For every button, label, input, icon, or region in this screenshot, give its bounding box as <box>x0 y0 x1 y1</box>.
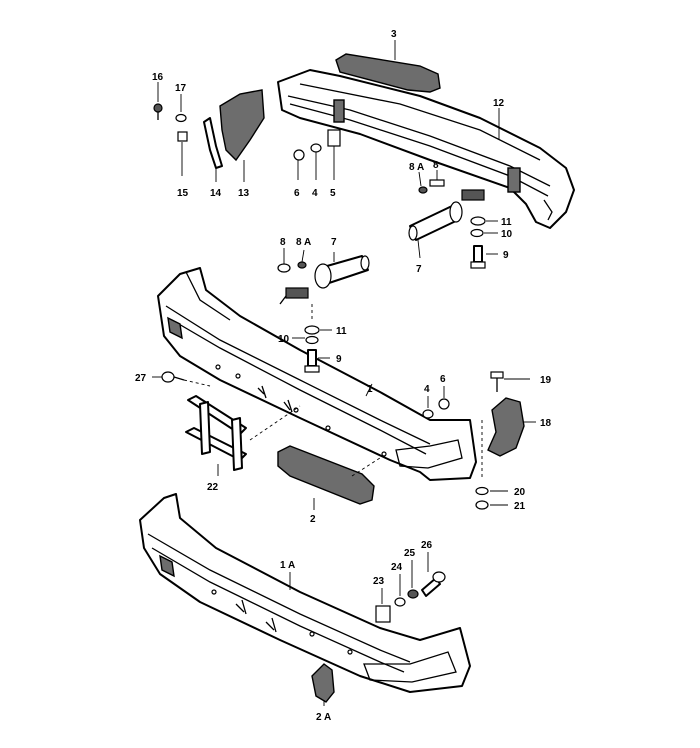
callout-9-lower: 9 <box>336 354 342 365</box>
washer-part-10-upper <box>470 228 484 238</box>
callout-22: 22 <box>207 482 219 493</box>
callout-1: 1 <box>367 384 373 395</box>
callout-2A: 2 A <box>316 712 331 723</box>
corner-guard-part-13 <box>219 89 265 162</box>
washer-part-17 <box>175 113 187 123</box>
callout-5: 5 <box>330 188 336 199</box>
washer-part-4-lower <box>422 409 434 419</box>
washer-part-24 <box>394 597 406 607</box>
nut-part-6-lower <box>438 398 450 410</box>
leader-lines <box>152 40 536 706</box>
washer-part-25 <box>407 589 419 599</box>
callout-25: 25 <box>404 548 416 559</box>
trim-strip-part-14 <box>203 117 223 169</box>
rear-bumper-part-12 <box>277 69 575 229</box>
callout-23: 23 <box>373 576 385 587</box>
bumper-part-1A <box>139 493 471 693</box>
bolt-part-26 <box>421 571 446 597</box>
bolt-part-9-lower <box>304 349 320 373</box>
bolt-part-19 <box>490 371 504 392</box>
nut-part-15 <box>177 131 188 142</box>
callout-15: 15 <box>177 188 189 199</box>
callout-labels: 3 12 16 17 15 14 13 6 4 5 8 A 8 11 10 9 … <box>135 29 552 723</box>
callout-13: 13 <box>238 188 250 199</box>
bumper-guard-part-2 <box>277 445 375 505</box>
bolt-part-16 <box>153 103 163 120</box>
bracket-part-22 <box>185 395 247 471</box>
callout-3: 3 <box>391 29 397 40</box>
callout-7-left: 7 <box>331 237 337 248</box>
washer-part-10-lower <box>305 335 319 345</box>
callout-8A-upper: 8 A <box>409 162 424 173</box>
callout-24: 24 <box>391 562 403 573</box>
front-bumper-part-1 <box>157 267 477 481</box>
callout-11-lower: 11 <box>336 326 347 337</box>
bolt-part-9-upper <box>470 245 486 269</box>
rubber-strip-part-3 <box>335 53 441 93</box>
clip-part-23 <box>375 605 391 623</box>
bracket-tube-part-7-left <box>279 255 370 305</box>
washer-part-20 <box>475 486 489 496</box>
bolt-part-27 <box>161 371 185 383</box>
callout-16: 16 <box>152 72 164 83</box>
callout-27: 27 <box>135 373 147 384</box>
callout-10-upper: 10 <box>501 229 513 240</box>
callout-26: 26 <box>421 540 433 551</box>
callout-20: 20 <box>514 487 526 498</box>
callout-10-lower: 10 <box>278 334 290 345</box>
callout-14: 14 <box>210 188 222 199</box>
callout-7-right: 7 <box>416 264 422 275</box>
washer-part-4-upper <box>310 143 322 153</box>
callout-4-upper: 4 <box>312 188 318 199</box>
callout-1A: 1 A <box>280 560 295 571</box>
callout-21: 21 <box>514 501 526 512</box>
corner-guard-part-18 <box>487 397 525 457</box>
bolt-part-8-lower <box>277 263 291 273</box>
nut-part-11-upper <box>470 216 486 226</box>
callout-8-upper: 8 <box>433 160 439 171</box>
guard-part-2A <box>311 663 335 703</box>
callout-8A-lower: 8 A <box>296 237 311 248</box>
nut-part-21 <box>475 500 489 510</box>
callout-17: 17 <box>175 83 187 94</box>
callout-19: 19 <box>540 375 552 386</box>
clip-part-5 <box>327 129 341 147</box>
callout-18: 18 <box>540 418 552 429</box>
callout-4-lower: 4 <box>424 384 430 395</box>
bolt-part-8-upper <box>429 179 445 187</box>
callout-8-lower: 8 <box>280 237 286 248</box>
bracket-tube-part-7-right <box>408 189 485 241</box>
bolt-part-8A-upper <box>418 186 428 194</box>
callout-9-upper: 9 <box>503 250 509 261</box>
callout-2: 2 <box>310 514 316 525</box>
bolt-part-8A-lower <box>297 261 307 269</box>
callout-6-upper: 6 <box>294 188 300 199</box>
nut-part-11-lower <box>304 325 320 335</box>
nut-part-6-upper <box>293 149 305 161</box>
callout-6-lower: 6 <box>440 374 446 385</box>
callout-11-upper: 11 <box>501 217 512 228</box>
callout-12: 12 <box>493 98 505 109</box>
